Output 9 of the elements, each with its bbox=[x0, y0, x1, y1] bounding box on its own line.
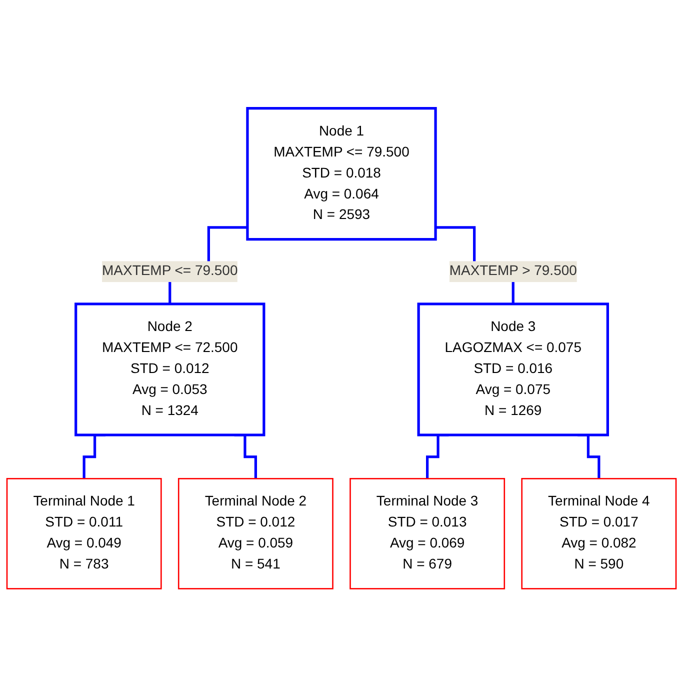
node-box: Terminal Node 2 STD = 0.012 Avg = 0.059 N = 541 bbox=[178, 478, 334, 590]
node-box: Node 2 MAXTEMP <= 72.500 STD = 0.012 Avg = 0.053 N = 1324 bbox=[74, 302, 266, 436]
node-box: Node 1 MAXTEMP <= 79.500 STD = 0.018 Avg = 0.064 N = 2593 bbox=[246, 107, 437, 241]
edge-label: MAXTEMP <= 79.500 bbox=[102, 264, 238, 279]
node-box: Terminal Node 1 STD = 0.011 Avg = 0.049 N = 783 bbox=[6, 478, 162, 590]
node-box: Terminal Node 4 STD = 0.017 Avg = 0.082 N = 590 bbox=[521, 478, 677, 590]
edge-label: MAXTEMP > 79.500 bbox=[449, 264, 577, 279]
node-box: Node 3 LAGOZMAX <= 0.075 STD = 0.016 Avg = 0.075 N = 1269 bbox=[417, 302, 609, 436]
node-box: Terminal Node 3 STD = 0.013 Avg = 0.069 N = 679 bbox=[350, 478, 506, 590]
